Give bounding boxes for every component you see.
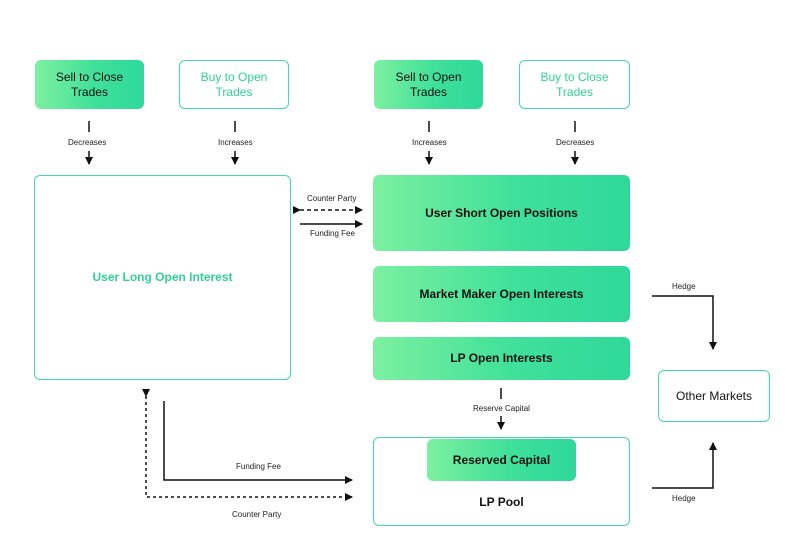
user-short-open-positions-box: User Short Open Positions: [373, 175, 630, 251]
buy-to-open-trades-box: Buy to Open Trades: [179, 60, 289, 109]
decreases-label-2: Decreases: [556, 138, 595, 147]
lp-open-interests-box: LP Open Interests: [373, 337, 630, 380]
buy-to-close-label: Buy to Close Trades: [540, 69, 609, 99]
hedge-arrow-bottom: [652, 442, 717, 489]
counter-party-label-top: Counter Party: [307, 194, 357, 203]
lp-pool-label: LP Pool: [479, 495, 524, 509]
lp-open-interests-label: LP Open Interests: [450, 351, 553, 365]
funding-fee-label-top: Funding Fee: [310, 229, 355, 238]
reserved-capital-box: Reserved Capital: [427, 439, 576, 481]
user-short-open-positions-label: User Short Open Positions: [425, 205, 578, 220]
sell-to-open-trades-box: Sell to Open Trades: [374, 60, 483, 109]
counter-party-label-bottom: Counter Party: [232, 510, 282, 519]
buy-to-open-label: Buy to Open Trades: [200, 69, 268, 99]
hedge-arrow-top: [652, 295, 717, 350]
buy-to-close-trades-box: Buy to Close Trades: [519, 60, 630, 109]
funding-fee-arrow-bottom: [163, 401, 353, 484]
market-maker-open-interests-box: Market Maker Open Interests: [373, 266, 630, 322]
increases-label-1: Increases: [218, 138, 253, 147]
reserve-capital-label: Reserve Capital: [473, 404, 530, 413]
other-markets-label: Other Markets: [675, 388, 753, 403]
hedge-label-bottom: Hedge: [672, 494, 696, 503]
other-markets-box: Other Markets: [658, 370, 770, 422]
user-long-open-interest-label: User Long Open Interest: [92, 270, 233, 284]
increases-label-2: Increases: [412, 138, 447, 147]
sell-to-close-trades-box: Sell to Close Trades: [35, 60, 144, 109]
user-long-open-interest-box: User Long Open Interest: [34, 175, 291, 380]
sell-to-open-label: Sell to Open Trades: [395, 69, 462, 99]
market-maker-open-interests-label: Market Maker Open Interests: [419, 286, 584, 301]
counter-party-arrow-bottom: [142, 389, 353, 501]
decreases-label-1: Decreases: [68, 138, 107, 147]
sell-to-close-label: Sell to Close Trades: [55, 69, 124, 99]
reserved-capital-label: Reserved Capital: [452, 452, 551, 467]
hedge-label-top: Hedge: [672, 282, 696, 291]
